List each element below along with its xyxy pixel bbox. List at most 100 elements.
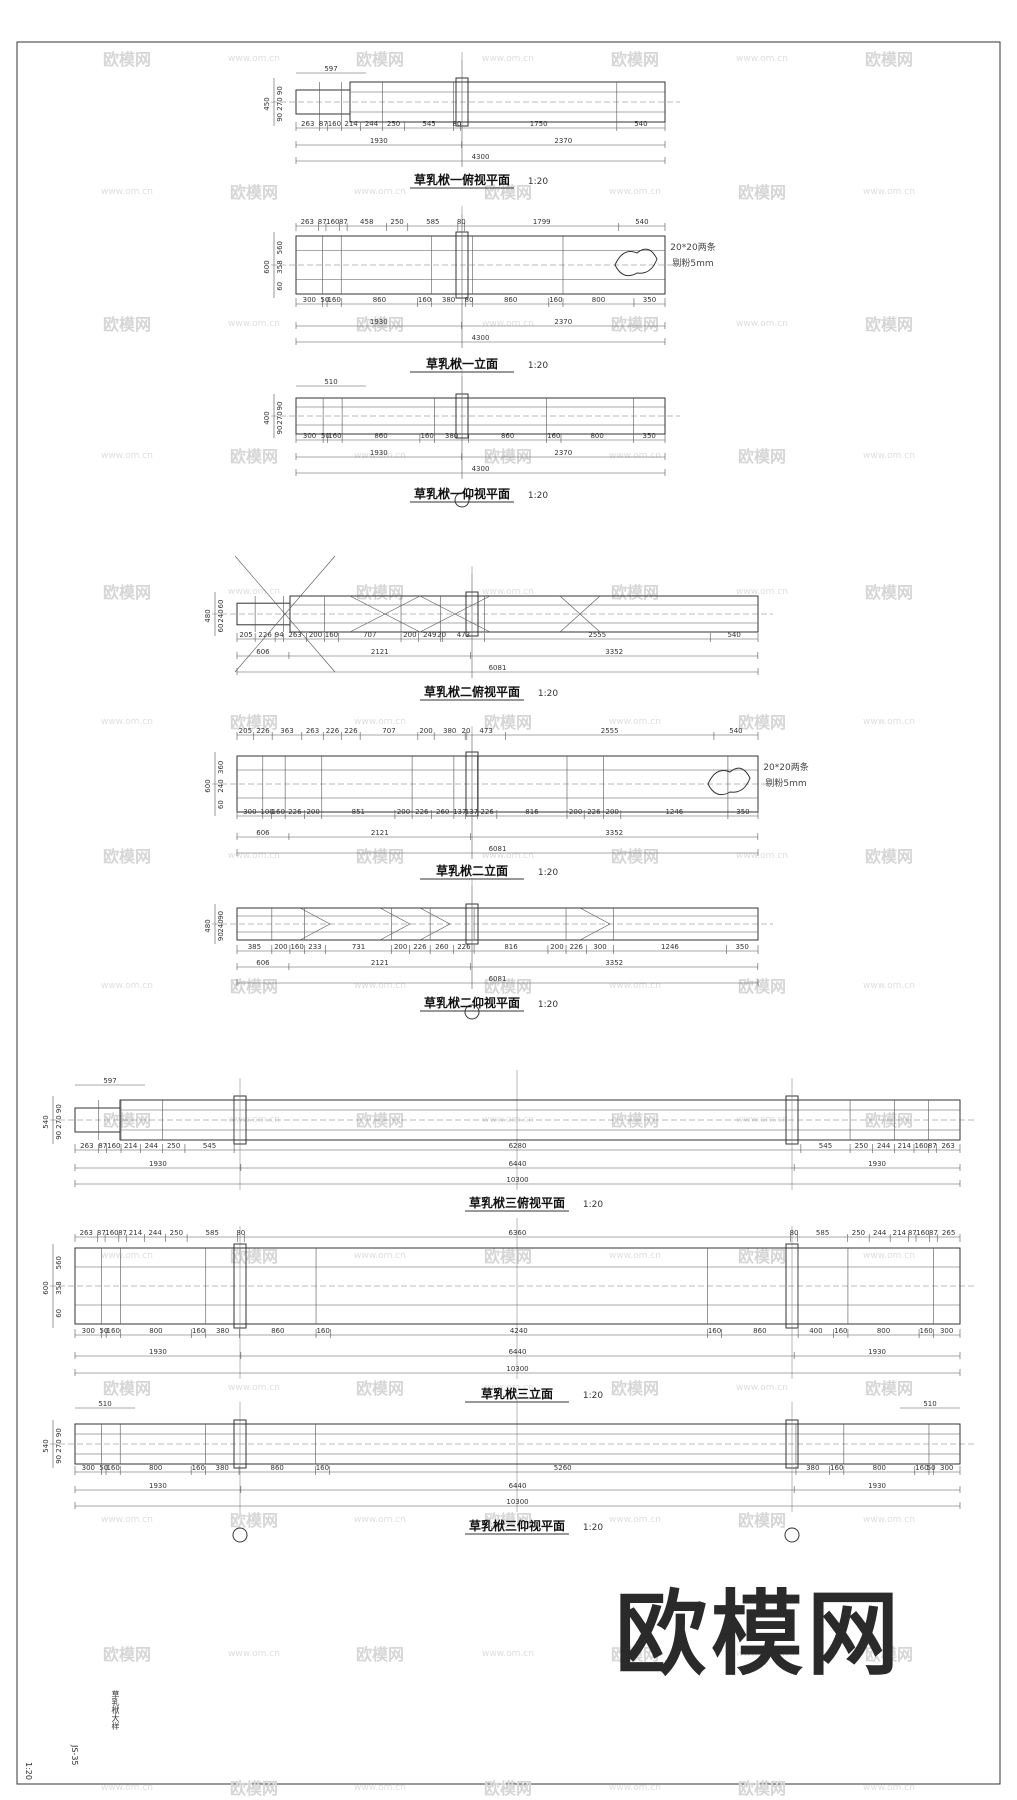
- axis-bubble: [464, 1004, 480, 1020]
- watermark-url: www.om.cn: [863, 1783, 915, 1793]
- dim-label: 545: [819, 1142, 832, 1150]
- watermark-url: www.om.cn: [609, 1515, 661, 1525]
- dim-label: 350: [642, 432, 655, 440]
- dim-label: 87: [928, 1142, 937, 1150]
- dim-label: 816: [504, 943, 518, 951]
- watermark-url: www.om.cn: [354, 981, 406, 991]
- dim-label: 200: [606, 808, 619, 816]
- dim-label: 160: [549, 296, 562, 304]
- watermark-text: 欧模网: [865, 50, 913, 69]
- dim-label-top: 265: [942, 1229, 955, 1237]
- dim-label-vertical: 90: [276, 426, 284, 435]
- watermark-url: www.om.cn: [228, 1649, 280, 1659]
- watermark-url: www.om.cn: [354, 187, 406, 197]
- dim-label-total: 4300: [472, 465, 490, 473]
- watermark-text: 欧模网: [484, 977, 532, 996]
- dim-label-subtotal: 1930: [868, 1348, 886, 1356]
- dim-label-top: 87: [318, 218, 327, 226]
- dim-label: 200: [306, 808, 319, 816]
- dim-label-subtotal: 606: [256, 648, 270, 656]
- dim-label-vertical: 270: [55, 1115, 63, 1128]
- dim-label: 473: [457, 631, 470, 639]
- view-title: 草乳栿三仰视平面: [469, 1518, 565, 1533]
- dim-label-vertical: 240: [217, 609, 225, 622]
- chevron-mark: [299, 907, 331, 941]
- dim-label-vertical: 560: [55, 1256, 63, 1269]
- dim-label-vertical: 240: [217, 919, 225, 932]
- dim-label-top: 160: [105, 1229, 118, 1237]
- dim-label: 860: [501, 432, 514, 440]
- sheet-scale: 1:20: [24, 1762, 33, 1780]
- dim-label-vertical: 60: [55, 1309, 63, 1318]
- dim-label-top: 80: [790, 1229, 799, 1237]
- dim-label: 80: [453, 120, 462, 128]
- dim-label-top: 87: [339, 218, 348, 226]
- beam-outline: [236, 755, 759, 813]
- dim-label-top: 597: [324, 65, 337, 73]
- dim-label-vertical: 540: [42, 1115, 50, 1128]
- dim-label: 300: [82, 1327, 95, 1335]
- dim-label-top: 214: [129, 1229, 143, 1237]
- dim-label-top: 214: [893, 1229, 907, 1237]
- dim-label: 200: [309, 631, 322, 639]
- dim-label: 200: [403, 631, 416, 639]
- watermark-url: www.om.cn: [482, 54, 534, 64]
- watermark-text: 欧模网: [865, 847, 913, 866]
- dim-label-subtotal: 2370: [554, 137, 572, 145]
- dim-label-top: 87: [97, 1229, 106, 1237]
- dim-label: 160: [420, 432, 433, 440]
- dim-label: 160: [547, 432, 560, 440]
- dim-label: 200: [394, 943, 407, 951]
- dim-label: 50: [927, 1464, 936, 1472]
- watermark-url: www.om.cn: [736, 1649, 788, 1659]
- dim-label-vertical: 358: [55, 1281, 63, 1294]
- dim-label: 226: [480, 808, 494, 816]
- chevron-mark: [379, 907, 411, 941]
- dim-label-subtotal: 2121: [371, 648, 389, 656]
- dim-label-total: 6081: [489, 664, 507, 672]
- dim-label-total: 6081: [489, 845, 507, 853]
- dim-label-top: 458: [360, 218, 373, 226]
- dim-label: 380: [216, 1327, 229, 1335]
- watermark-url: www.om.cn: [863, 981, 915, 991]
- dim-label: 380: [806, 1464, 819, 1472]
- view-title: 草乳栿一立面: [426, 356, 498, 371]
- watermark-text: 欧模网: [738, 447, 786, 466]
- dim-label-vertical: 480: [204, 919, 212, 932]
- watermark-url: www.om.cn: [736, 587, 788, 597]
- beam-end-tenon: [295, 89, 351, 115]
- dim-label: 160: [192, 1464, 205, 1472]
- dim-label: 160: [834, 1327, 847, 1335]
- dim-label: 380: [442, 296, 455, 304]
- watermark-url: www.om.cn: [863, 187, 915, 197]
- dim-label: 226: [415, 808, 429, 816]
- view-title: 草乳栿一俯视平面: [414, 172, 510, 187]
- dim-label: 50: [320, 296, 329, 304]
- dim-label: 226: [457, 943, 471, 951]
- sheet-code: JS-35: [70, 1745, 79, 1766]
- dim-label: 160: [325, 631, 338, 639]
- watermark-url: www.om.cn: [482, 1383, 534, 1393]
- dim-label: 160: [915, 1464, 928, 1472]
- dim-label: 160: [920, 1327, 933, 1335]
- dim-label: 226: [570, 943, 584, 951]
- dim-label: 851: [352, 808, 365, 816]
- dim-label-subtotal: 2121: [371, 959, 389, 967]
- dim-label-top: 263: [301, 218, 314, 226]
- watermark-text: 欧模网: [738, 1779, 786, 1798]
- dim-label-subtotal: 3352: [605, 829, 623, 837]
- watermark-url: www.om.cn: [101, 981, 153, 991]
- dim-label-vertical: 90: [217, 911, 225, 920]
- watermark-url: www.om.cn: [354, 1783, 406, 1793]
- view-title: 草乳栿三立面: [481, 1386, 553, 1401]
- dim-label: 160: [316, 1464, 329, 1472]
- watermark-text: 欧模网: [611, 1379, 659, 1398]
- dim-label-subtotal: 1930: [149, 1160, 167, 1168]
- dim-label-subtotal: 6440: [509, 1348, 527, 1356]
- watermark-url: www.om.cn: [354, 1251, 406, 1261]
- dim-label: 800: [149, 1464, 162, 1472]
- carving-note: 20*20两条: [763, 761, 808, 773]
